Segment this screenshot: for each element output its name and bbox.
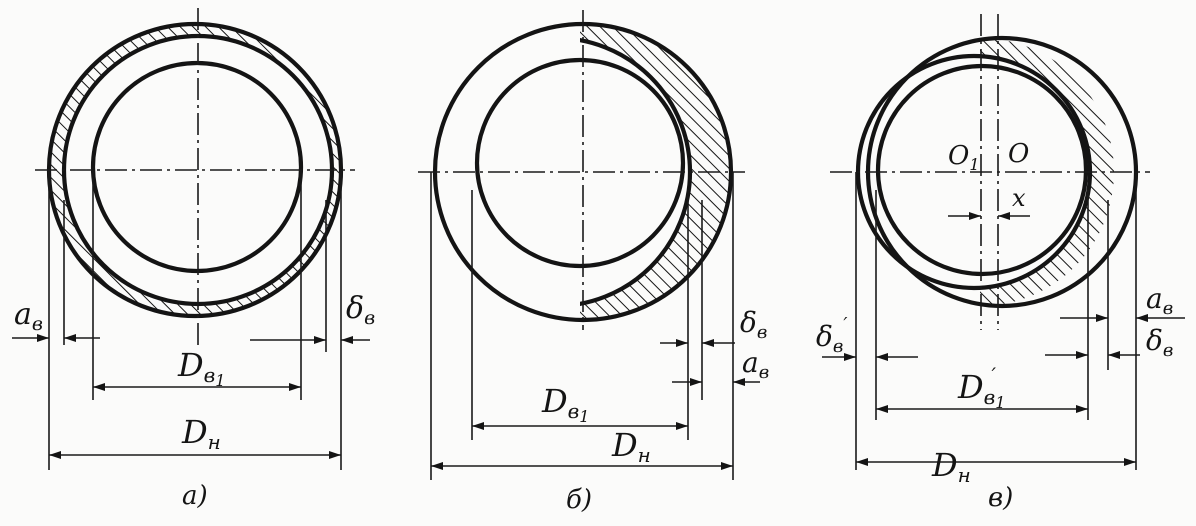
label-dv1: Dв1 xyxy=(541,382,589,426)
label-delta-v: δв xyxy=(1146,324,1173,361)
inner-bore-circle-b xyxy=(474,57,686,269)
label-dv1: Dв1 xyxy=(177,346,225,390)
label-a-v: aв xyxy=(1146,282,1173,319)
label-delta-prime-v: δв′ xyxy=(816,314,847,357)
caption-c: в) xyxy=(988,483,1013,513)
wall-hatch-c xyxy=(980,38,1114,306)
figure-c: O1 O x aв δв δв′ Dв1′ Dн в) xyxy=(816,14,1185,513)
inner-bore-circle-c xyxy=(875,63,1089,277)
label-dn: Dн xyxy=(181,413,221,454)
label-a-v: aв xyxy=(742,346,769,383)
label-a-v: aв xyxy=(14,297,43,335)
wall-hatch-b xyxy=(580,24,731,320)
inner-bore-circle-a xyxy=(90,60,304,274)
label-o: O xyxy=(1008,139,1029,169)
label-x: x xyxy=(1012,184,1026,212)
figure-b: δв aв Dв1 Dн б) xyxy=(418,10,769,515)
figure-a: aв δв Dв1 Dн а) xyxy=(12,8,375,511)
caption-b: б) xyxy=(566,485,592,515)
caption-a: а) xyxy=(182,481,208,511)
label-dv1-prime: Dв1′ xyxy=(957,363,1005,412)
label-o1: O1 xyxy=(948,141,980,174)
label-delta-v: δв xyxy=(740,306,767,343)
label-dn: Dн xyxy=(611,426,651,467)
label-dn: Dн xyxy=(931,446,971,487)
label-delta-v: δв xyxy=(346,291,375,329)
